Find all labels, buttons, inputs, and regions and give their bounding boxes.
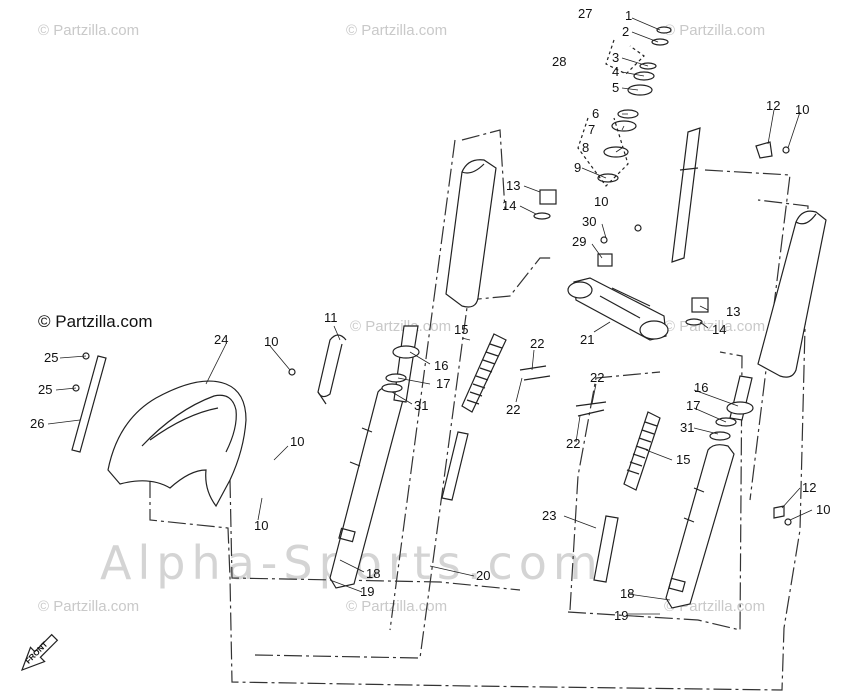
callout-16: 16 [434, 358, 448, 373]
callout-30: 30 [582, 214, 596, 229]
callout-17: 17 [686, 398, 700, 413]
callout-10: 10 [254, 518, 268, 533]
callout-15: 15 [454, 322, 468, 337]
left-spring [461, 333, 507, 413]
callout-11: 11 [324, 310, 338, 325]
callout-5: 5 [612, 80, 619, 95]
callout-31: 31 [414, 398, 428, 413]
callout-22: 22 [530, 336, 544, 351]
left-damper-rod [393, 325, 469, 501]
callout-28: 28 [552, 54, 566, 69]
bearing-stack [577, 26, 672, 187]
callout-10: 10 [594, 194, 608, 209]
callout-10: 10 [290, 434, 304, 449]
callout-29: 29 [572, 234, 586, 249]
callout-26: 26 [30, 416, 44, 431]
callout-13: 13 [726, 304, 740, 319]
callout-10: 10 [816, 502, 830, 517]
callout-10: 10 [264, 334, 278, 349]
left-fork-outer-tube [445, 159, 497, 308]
callout-7: 7 [588, 122, 595, 137]
partzilla-watermark-4: © Partzilla.com [350, 318, 452, 335]
steering-stem [671, 127, 701, 263]
direction-arrow [20, 633, 59, 672]
callout-18: 18 [366, 566, 380, 581]
right-fork-outer-tube [757, 210, 827, 378]
fender-bracket [71, 352, 107, 453]
callout-14: 14 [712, 322, 726, 337]
partzilla-watermark-3: © Partzilla.com [664, 22, 766, 39]
callout-9: 9 [574, 160, 581, 175]
callout-8: 8 [582, 140, 589, 155]
partzilla-watermark-6: © Partzilla.com [38, 598, 140, 615]
callout-25: 25 [44, 350, 58, 365]
right-lower-slider [665, 444, 735, 609]
brake-hose [317, 334, 347, 405]
callout-4: 4 [612, 64, 619, 79]
callout-labels: 1 2 27 3 4 5 28 6 7 8 9 12 10 13 14 10 3… [24, 6, 831, 666]
callout-22: 22 [506, 402, 520, 417]
partzilla-watermark-2: © Partzilla.com [346, 22, 448, 39]
construction-lines [149, 129, 809, 691]
callout-18: 18 [620, 586, 634, 601]
callout-6: 6 [592, 106, 599, 121]
callout-3: 3 [612, 50, 619, 65]
callout-19: 19 [614, 608, 628, 623]
callout-10: 10 [795, 102, 809, 117]
front-fender [107, 380, 247, 508]
right-seals [709, 401, 754, 441]
callout-14: 14 [502, 198, 516, 213]
callout-19: 19 [360, 584, 374, 599]
callout-23: 23 [542, 508, 556, 523]
triple-clamp [567, 277, 669, 341]
callout-31: 31 [680, 420, 694, 435]
partzilla-watermark-1: © Partzilla.com [38, 22, 140, 39]
callout-2: 2 [622, 24, 629, 39]
callout-25: 25 [38, 382, 52, 397]
callout-1: 1 [625, 8, 632, 23]
callout-12: 12 [766, 98, 780, 113]
callout-22: 22 [590, 370, 604, 385]
callout-27: 27 [578, 6, 592, 21]
callout-21: 21 [580, 332, 594, 347]
small-parts [288, 141, 792, 526]
right-spring [623, 411, 661, 491]
partzilla-watermark-7: © Partzilla.com [346, 598, 448, 615]
callout-22: 22 [566, 436, 580, 451]
callout-16: 16 [694, 380, 708, 395]
left-lower-slider [329, 386, 405, 589]
partzilla-watermark-main: © Partzilla.com [38, 312, 153, 331]
callout-20: 20 [476, 568, 490, 583]
callout-24: 24 [214, 332, 228, 347]
callout-17: 17 [436, 376, 450, 391]
left-seals [381, 345, 420, 393]
callout-13: 13 [506, 178, 520, 193]
callout-15: 15 [676, 452, 690, 467]
leader-lines [47, 17, 813, 615]
callout-12: 12 [802, 480, 816, 495]
